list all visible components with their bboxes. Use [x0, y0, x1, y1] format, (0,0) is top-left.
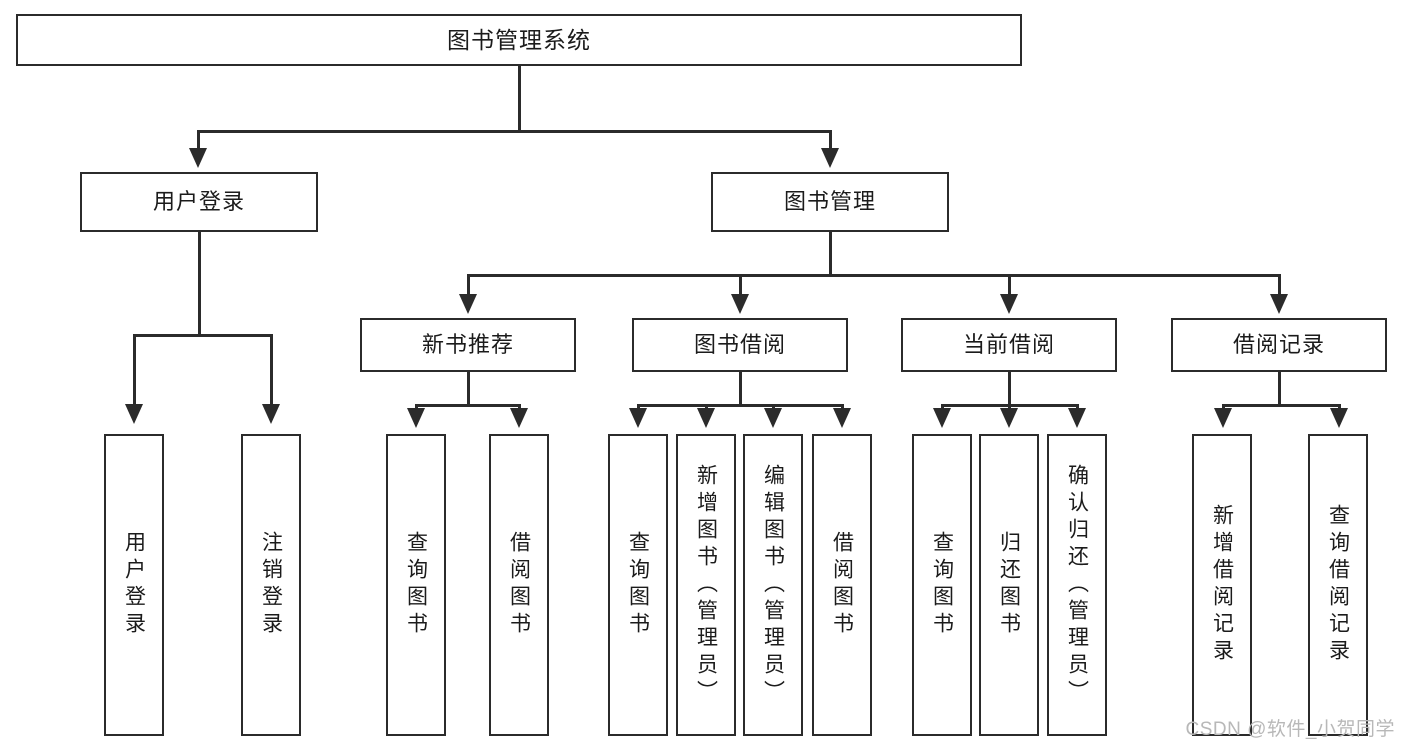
- arrow-to-borrow-record: [1270, 294, 1288, 314]
- arrow-to-leaf-user-login: [125, 404, 143, 424]
- connector-current-borrow-stem: [1008, 372, 1011, 406]
- arrow-to-leaf-query-book-2: [629, 408, 647, 428]
- connector-book-manage-branch-4: [1278, 274, 1281, 296]
- node-label: 查询图书: [404, 531, 428, 639]
- connector-bb-branch-3: [772, 404, 775, 410]
- connector-root-stem: [518, 66, 521, 132]
- connector-book-manage-branch-2: [739, 274, 742, 296]
- node-label: 查询借阅记录: [1326, 504, 1350, 666]
- arrow-to-leaf-add-book: [697, 408, 715, 428]
- connector-book-borrow-stem: [739, 372, 742, 406]
- arrow-to-book-manage: [821, 148, 839, 168]
- node-leaf-add-book[interactable]: 新增图书（管理员）: [676, 434, 736, 736]
- node-leaf-edit-book[interactable]: 编辑图书（管理员）: [743, 434, 803, 736]
- node-leaf-borrow-book-2[interactable]: 借阅图书: [812, 434, 872, 736]
- connector-new-book-recommend-bus: [415, 404, 520, 407]
- node-label: 查询图书: [626, 531, 650, 639]
- connector-borrow-record-stem: [1278, 372, 1281, 406]
- node-new-book-recommend[interactable]: 新书推荐: [360, 318, 576, 372]
- arrow-to-leaf-add-record: [1214, 408, 1232, 428]
- connector-root-bus: [197, 130, 831, 133]
- arrow-to-leaf-confirm-return: [1068, 408, 1086, 428]
- connector-user-login-branch-2: [270, 334, 273, 406]
- arrow-to-leaf-query-book-3: [933, 408, 951, 428]
- node-label: 借阅图书: [507, 531, 531, 639]
- node-label: 注销登录: [259, 531, 283, 639]
- connector-user-login-stem: [198, 232, 201, 336]
- node-leaf-logout-login[interactable]: 注销登录: [241, 434, 301, 736]
- node-leaf-user-login[interactable]: 用户登录: [104, 434, 164, 736]
- node-label: 图书管理: [783, 189, 876, 215]
- node-root-system[interactable]: 图书管理系统: [16, 14, 1022, 66]
- node-label: 归还图书: [997, 531, 1021, 639]
- arrow-to-leaf-edit-book: [764, 408, 782, 428]
- node-label: 新增借阅记录: [1210, 504, 1234, 666]
- arrow-to-leaf-query-book-1: [407, 408, 425, 428]
- arrow-to-new-book-recommend: [459, 294, 477, 314]
- node-leaf-add-record[interactable]: 新增借阅记录: [1192, 434, 1252, 736]
- node-label: 借阅图书: [830, 531, 854, 639]
- connector-br-branch-2: [1338, 404, 1341, 410]
- node-user-login[interactable]: 用户登录: [80, 172, 318, 232]
- connector-nbr-branch-1: [415, 404, 418, 410]
- connector-user-login-bus: [133, 334, 272, 337]
- connector-borrow-record-bus: [1222, 404, 1340, 407]
- connector-new-book-recommend-stem: [467, 372, 470, 406]
- connector-nbr-branch-2: [518, 404, 521, 410]
- node-label: 图书借阅: [693, 332, 786, 358]
- node-leaf-borrow-book-1[interactable]: 借阅图书: [489, 434, 549, 736]
- node-leaf-query-record[interactable]: 查询借阅记录: [1308, 434, 1368, 736]
- node-label: 确认归还（管理员）: [1065, 463, 1089, 707]
- arrow-to-leaf-return-book: [1000, 408, 1018, 428]
- connector-book-manage-branch-1: [467, 274, 470, 296]
- connector-user-login-branch-1: [133, 334, 136, 406]
- node-label: 编辑图书（管理员）: [761, 463, 785, 707]
- node-label: 当前借阅: [962, 332, 1055, 358]
- arrow-to-leaf-logout-login: [262, 404, 280, 424]
- connector-bb-branch-2: [705, 404, 708, 410]
- connector-root-to-book-manage: [829, 130, 832, 150]
- node-label: 新书推荐: [421, 332, 514, 358]
- node-label: 用户登录: [152, 189, 245, 215]
- node-leaf-query-book-1[interactable]: 查询图书: [386, 434, 446, 736]
- node-book-borrow[interactable]: 图书借阅: [632, 318, 848, 372]
- arrow-to-current-borrow: [1000, 294, 1018, 314]
- node-current-borrow[interactable]: 当前借阅: [901, 318, 1117, 372]
- arrow-to-user-login: [189, 148, 207, 168]
- arrow-to-leaf-borrow-book-2: [833, 408, 851, 428]
- node-leaf-query-book-3[interactable]: 查询图书: [912, 434, 972, 736]
- node-label: 借阅记录: [1232, 332, 1325, 358]
- arrow-to-leaf-query-record: [1330, 408, 1348, 428]
- node-label: 图书管理系统: [447, 26, 591, 53]
- connector-book-manage-branch-3: [1008, 274, 1011, 296]
- node-book-manage[interactable]: 图书管理: [711, 172, 949, 232]
- node-borrow-record[interactable]: 借阅记录: [1171, 318, 1387, 372]
- connector-cb-branch-3: [1076, 404, 1079, 410]
- arrow-to-book-borrow: [731, 294, 749, 314]
- arrow-to-leaf-borrow-book-1: [510, 408, 528, 428]
- connector-bb-branch-1: [637, 404, 640, 410]
- connector-book-borrow-bus: [637, 404, 843, 407]
- connector-bb-branch-4: [841, 404, 844, 410]
- node-label: 查询图书: [930, 531, 954, 639]
- connector-root-to-user-login: [197, 130, 200, 150]
- node-leaf-query-book-2[interactable]: 查询图书: [608, 434, 668, 736]
- connector-cb-branch-1: [941, 404, 944, 410]
- connector-book-manage-bus: [467, 274, 1280, 277]
- connector-br-branch-1: [1222, 404, 1225, 410]
- node-leaf-confirm-return[interactable]: 确认归还（管理员）: [1047, 434, 1107, 736]
- connector-book-manage-stem: [829, 232, 832, 276]
- node-label: 新增图书（管理员）: [694, 463, 718, 707]
- connector-cb-branch-2: [1008, 404, 1011, 410]
- node-leaf-return-book[interactable]: 归还图书: [979, 434, 1039, 736]
- node-label: 用户登录: [122, 531, 146, 639]
